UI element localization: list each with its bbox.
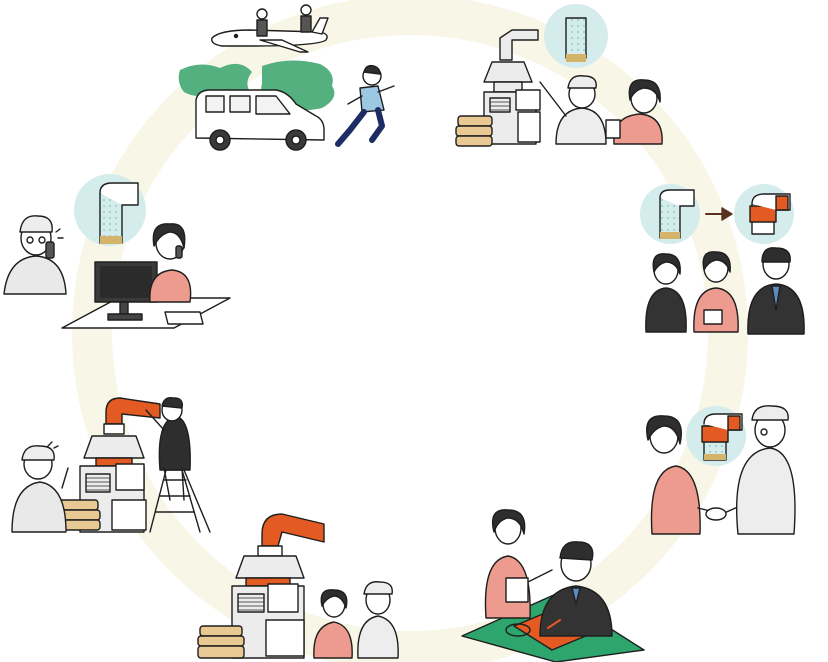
before-pipe-bubble xyxy=(640,184,700,244)
designer-man-drawing xyxy=(539,541,613,637)
pipe-condition-bubble xyxy=(544,4,608,68)
factory-worker-pointing xyxy=(539,75,607,145)
grain-machine xyxy=(483,29,541,145)
step-inquiry-phone-call xyxy=(3,174,231,329)
factory-worker-cheering xyxy=(11,441,69,533)
rice-sacks xyxy=(197,625,245,659)
cycle-ring xyxy=(72,0,748,662)
staff-man-dark-suit xyxy=(747,247,805,335)
pink-jacket-woman-with-clipboard xyxy=(484,509,553,619)
step-installation xyxy=(11,396,211,533)
step-agreement-handshake xyxy=(646,405,796,535)
office-woman-on-phone xyxy=(149,223,192,303)
office-woman-taking-notes xyxy=(605,79,663,145)
factory-worker-on-phone xyxy=(3,215,67,295)
rice-sacks xyxy=(455,115,493,147)
airplane xyxy=(211,17,329,53)
arrow-right-icon xyxy=(705,207,733,221)
pink-jacket-woman xyxy=(646,415,701,535)
staff-woman-dark-suit xyxy=(645,253,687,333)
step-completion-handover xyxy=(197,513,399,659)
step-proposal xyxy=(640,184,805,335)
running-businessman xyxy=(335,64,395,147)
traveler-figures xyxy=(256,4,312,37)
pink-jacket-woman xyxy=(313,589,353,659)
factory-worker-shaking-hands xyxy=(735,405,796,535)
orange-pipe xyxy=(257,513,325,557)
step-site-survey xyxy=(455,4,663,147)
white-van xyxy=(195,89,325,151)
staff-woman-pink-jacket xyxy=(693,251,739,333)
grain-machine xyxy=(79,435,147,533)
after-pipe-bubble xyxy=(686,406,746,466)
after-pipe-bubble xyxy=(734,184,794,244)
factory-worker-smiling xyxy=(357,581,399,659)
installer-on-ladder xyxy=(145,396,191,501)
office-desk-with-monitor xyxy=(61,261,231,329)
step-on-site-visit xyxy=(178,4,395,151)
grain-machine xyxy=(231,555,305,659)
step-design-drawing xyxy=(461,509,645,662)
pipe-condition-bubble xyxy=(74,174,146,246)
handshake xyxy=(697,505,741,521)
orange-pipe xyxy=(103,397,161,435)
